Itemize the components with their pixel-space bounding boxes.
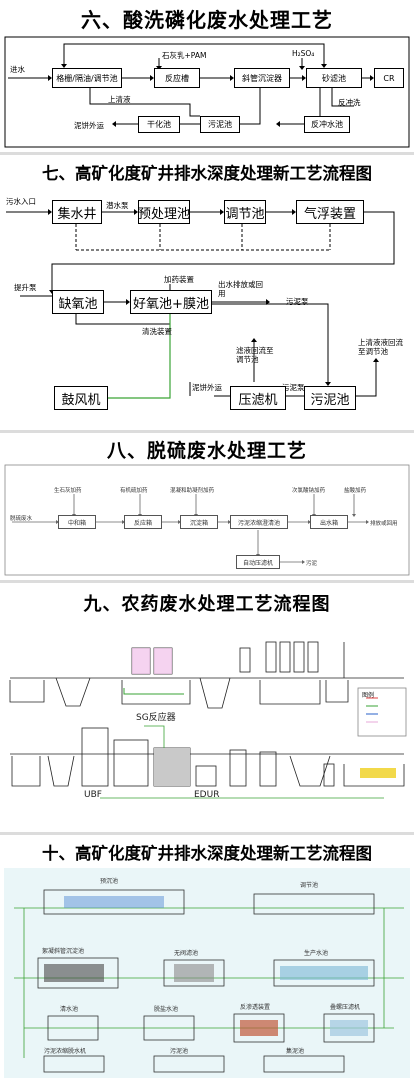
coag-dosing-label: 混凝和助凝剂加药 <box>170 488 215 494</box>
inlet-label: 污水入口 <box>6 197 36 206</box>
adjust-tank-box: 调节池 <box>224 200 266 224</box>
diagram-9: SG反应器 UBF EDUR 图例 <box>4 618 410 830</box>
react-box: 反应箱 <box>124 515 162 529</box>
lime-dosing-label: 生石灰加药 <box>54 488 82 494</box>
clear-tank-label: 清水池 <box>60 1006 79 1013</box>
sludge-dewater-label: 污泥浓缩脱水机 <box>44 1048 87 1055</box>
inlet-label: 脱硫废水 <box>10 516 33 522</box>
production-tank-label: 生产水池 <box>304 950 329 957</box>
diagram-7-connectors <box>6 209 395 399</box>
cake-label: 泥饼外运 <box>192 383 222 392</box>
backflush-label: 反冲洗 <box>338 98 361 107</box>
cleaning-label: 清洗装置 <box>142 327 172 336</box>
neutral-box: 中和箱 <box>58 515 96 529</box>
desalt-tank-label: 脱盐水池 <box>154 1006 179 1013</box>
outlet-label: 出水排放或回用 <box>218 280 263 298</box>
inlet-label: 进水 <box>10 65 25 74</box>
section-8-title: 八、脱硫废水处理工艺 <box>106 440 307 462</box>
diagram-8-connectors <box>4 464 410 576</box>
filtrate-label: 滤液回流至调节池 <box>236 346 274 364</box>
diagram-9-drawing <box>9 641 407 799</box>
collect-tank-label: 集泥池 <box>286 1048 305 1055</box>
collection-well-box: 集水井 <box>52 200 102 224</box>
organic-dosing-label: 有机硫加药 <box>120 488 148 494</box>
legend-label: 图例 <box>362 692 375 699</box>
divider-3 <box>0 580 414 583</box>
section-10-title: 十、高矿化度矿井排水深度处理新工艺流程图 <box>42 844 372 863</box>
sg-reactor-label: SG反应器 <box>136 713 176 723</box>
air-float-box: 气浮装置 <box>296 200 364 224</box>
press-box: 自动压滤机 <box>236 555 280 569</box>
clarifier-box: 污泥浓缩澄清池 <box>230 515 288 529</box>
h2so4-label: H₂SO₄ <box>292 49 315 58</box>
edur-label: EDUR <box>194 790 220 800</box>
diagram-7: 污水入口 潜水泵 集水井 预处理池 调节池 气浮装置 提升泵 缺氧池 好氧池+膜… <box>4 192 410 428</box>
sludge-pump-label: 污泥泵 <box>286 297 309 306</box>
backwash-box: 反冲水池 <box>304 116 350 133</box>
settle-box: 沉淀箱 <box>180 515 218 529</box>
preset-tank-label: 预沉池 <box>100 878 119 885</box>
screw-press-label: 叠螺压滤机 <box>330 1004 361 1011</box>
sandfilter-box: 砂滤池 <box>306 68 362 88</box>
valveless-filter-label: 无阀滤池 <box>174 950 199 957</box>
lime-label: 石灰乳+PAM <box>162 51 207 60</box>
reaction-box: 反应槽 <box>154 68 200 88</box>
floc-tank-label: 絮凝斜管沉淀池 <box>42 948 85 955</box>
filter-press-box: 压滤机 <box>230 386 286 410</box>
pretreatment-box: 预处理池 <box>138 200 190 224</box>
blower-box: 鼓风机 <box>54 386 108 410</box>
supernatant-label: 上清液 <box>108 95 131 104</box>
diagram-6: 进水 格栅/隔油/调节池 反应槽 斜管沉淀器 砂滤池 CR 干化池 污泥池 反冲… <box>4 36 410 148</box>
ubf-label: UBF <box>84 790 102 800</box>
adjust-tank-label: 调节池 <box>300 882 319 889</box>
diagram-10: 预沉池 调节池 絮凝斜管沉淀池 无阀滤池 生产水池 清水池 脱盐水池 反渗透装置… <box>4 868 410 1078</box>
section-7-title: 七、高矿化度矿井排水深度处理新工艺流程图 <box>42 164 372 183</box>
grid-tank-box: 格栅/隔油/调节池 <box>52 68 122 88</box>
lift-pump-label: 提升泵 <box>14 283 37 292</box>
dosing-label: 加药装置 <box>164 275 194 284</box>
divider-2 <box>0 430 414 433</box>
sludge-box: 污泥池 <box>200 116 240 133</box>
hcl-dosing-label: 盐酸加药 <box>344 488 367 494</box>
diagram-10-drawing <box>14 889 404 1073</box>
diagram-6-connectors <box>4 36 410 148</box>
sludge-tank-box: 污泥池 <box>304 386 356 410</box>
section-9-title: 九、农药废水处理工艺流程图 <box>83 594 331 615</box>
ro-unit-label: 反渗透装置 <box>240 1004 271 1011</box>
divider-4 <box>0 832 414 835</box>
diagram-8: 脱硫废水 中和箱 反应箱 沉淀箱 污泥浓缩澄清池 出水箱 排放或回用 生石灰加药… <box>4 464 410 576</box>
hypo-dosing-label: 次氯酸钠加药 <box>292 488 326 494</box>
dry-box: 干化池 <box>138 116 180 133</box>
sludge-pump-2-label: 污泥泵 <box>282 383 305 392</box>
supernatant-label: 上清液液回流至调节池 <box>358 338 403 356</box>
cake-label: 泥饼外运 <box>74 121 104 130</box>
settler-box: 斜管沉淀器 <box>234 68 290 88</box>
section-6-title: 六、酸洗磷化废水处理工艺 <box>81 8 333 32</box>
outlet-box: CR <box>374 68 404 88</box>
feed-pump-label: 潜水泵 <box>106 201 129 210</box>
outlet-label: 排放或回用 <box>370 521 398 527</box>
outlet-box: 出水箱 <box>310 515 348 529</box>
mbr-box: 好氧池+膜池 <box>130 290 212 314</box>
divider-1 <box>0 152 414 155</box>
sludge-tank-label: 污泥池 <box>170 1048 189 1055</box>
anoxic-box: 缺氧池 <box>52 290 104 314</box>
mud-label: 污泥 <box>306 561 318 567</box>
